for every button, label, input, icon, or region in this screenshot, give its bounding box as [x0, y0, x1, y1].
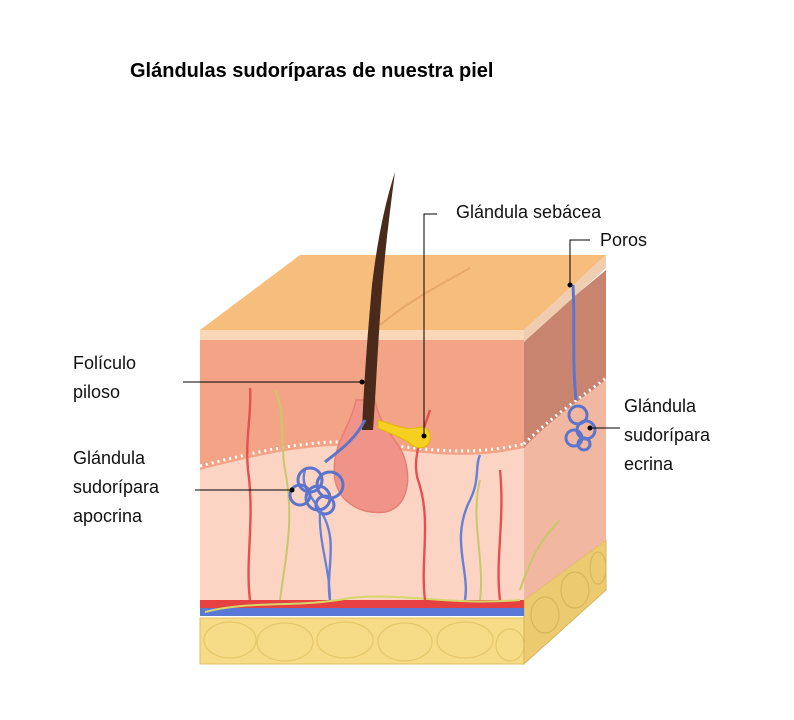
basement-membrane	[199, 440, 525, 468]
hair-follicle	[333, 399, 409, 514]
label-eccrine-gland: Glándula sudorípara ecrina	[624, 392, 710, 479]
label-hair-follicle-line2: piloso	[73, 382, 121, 402]
hair-shaft	[362, 172, 395, 430]
epidermis-side	[524, 270, 606, 448]
pointer-lines	[183, 213, 620, 491]
dermis-side	[524, 380, 606, 600]
artery	[200, 600, 524, 608]
label-eccrine-line2: sudorípara	[624, 425, 711, 445]
sebaceous-gland	[377, 419, 431, 449]
basement-membrane-side	[522, 376, 607, 446]
diagram-title: Glándulas sudoríparas de nuestra piel	[130, 60, 494, 82]
label-apocrine-line1: Glándula	[73, 448, 146, 468]
label-apocrine-line2: sudorípara	[73, 477, 160, 497]
label-sebaceous-gland-text: Glándula sebácea	[456, 202, 602, 222]
nerves	[274, 389, 561, 601]
skin-surface-edge	[200, 330, 524, 340]
label-pores-text: Poros	[600, 230, 648, 250]
label-hair-follicle: Folículo piloso	[73, 349, 136, 407]
dermis-front	[200, 445, 524, 600]
vein	[200, 608, 524, 616]
eccrine-gland	[564, 284, 597, 452]
label-pores: Poros	[600, 226, 647, 255]
fat-cells-side	[530, 551, 607, 634]
skin-surface-top	[200, 255, 606, 330]
label-eccrine-line3: ecrina	[624, 454, 674, 474]
nerve-plexus	[204, 595, 521, 613]
label-apocrine-line3: apocrina	[73, 506, 143, 526]
label-hair-follicle-line1: Folículo	[73, 353, 137, 373]
label-sebaceous-gland: Glándula sebácea	[456, 198, 601, 227]
label-eccrine-line1: Glándula	[624, 396, 697, 416]
fat-cells	[203, 621, 525, 662]
skin-fold	[379, 267, 471, 326]
apocrine-gland	[288, 419, 367, 516]
skin-surface-edge-side	[524, 255, 606, 342]
label-apocrine-gland: Glándula sudorípara apocrina	[73, 444, 159, 531]
pointer-dots	[289, 282, 593, 493]
apocrine-duct	[318, 509, 332, 601]
